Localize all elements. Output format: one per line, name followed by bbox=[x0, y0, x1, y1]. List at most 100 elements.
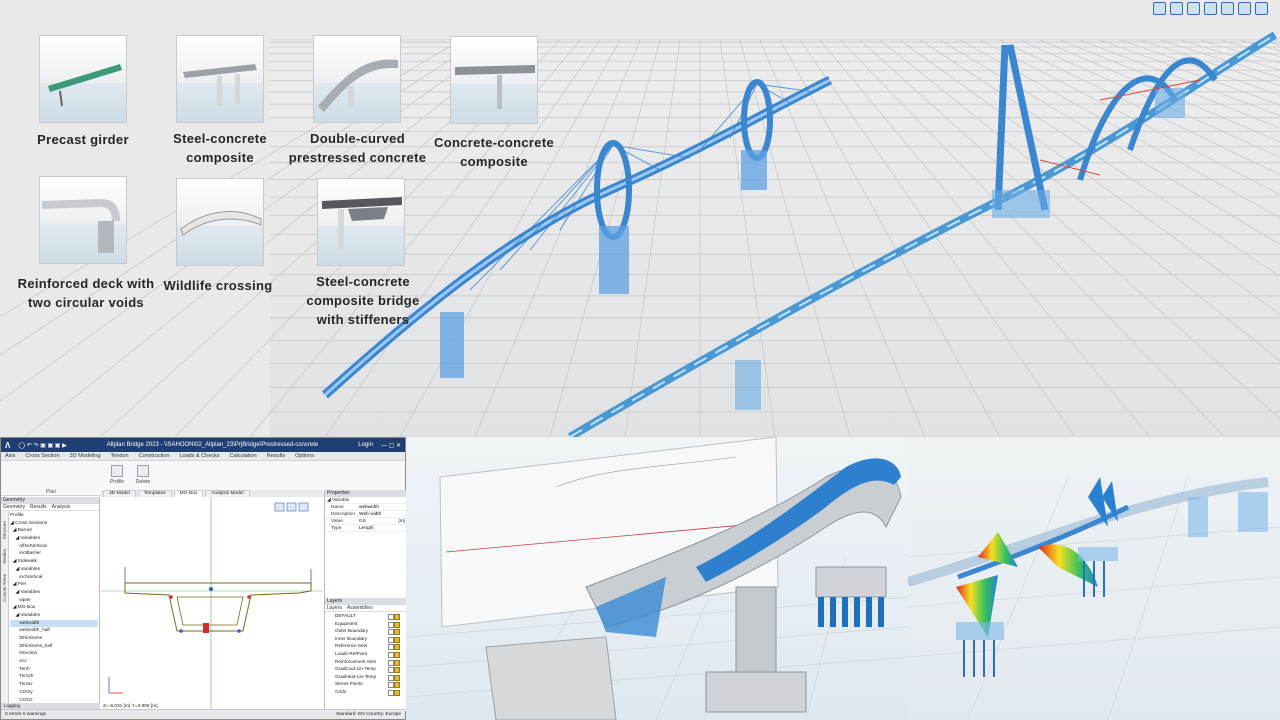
layer-row[interactable]: Reinforcement Sets bbox=[325, 658, 408, 666]
menu-tendon[interactable]: Tendon bbox=[110, 453, 129, 459]
thumb-precast-girder[interactable] bbox=[39, 35, 127, 123]
tab-templates[interactable]: Templates bbox=[137, 490, 172, 497]
menu-loads-checks[interactable]: Loads & Checks bbox=[179, 453, 220, 459]
tree-item[interactable]: COGy bbox=[10, 689, 33, 695]
profile-button[interactable]: Profile bbox=[109, 465, 125, 485]
tab-3d-model[interactable]: 3D-Model bbox=[103, 490, 136, 497]
tree-item[interactable]: Profile bbox=[10, 513, 24, 518]
tree-item[interactable]: TenSv bbox=[10, 682, 33, 688]
tree-item[interactable]: TenOh bbox=[10, 674, 34, 680]
layer-row[interactable]: DEFAULT bbox=[325, 612, 408, 620]
tree-item[interactable]: ◢ Variables bbox=[10, 589, 40, 595]
view-cube-solid-icon[interactable] bbox=[1204, 2, 1217, 15]
vtab-tendon[interactable]: Tendon bbox=[2, 549, 7, 565]
geometry-subtabs: Geometry Results Analysis bbox=[1, 504, 99, 511]
menu-axis[interactable]: Axis bbox=[5, 453, 16, 459]
view-screen-icon[interactable] bbox=[1170, 2, 1183, 15]
tree-item[interactable]: Tenh bbox=[10, 666, 30, 672]
menu-options[interactable]: Options bbox=[295, 453, 315, 459]
vtab-structure[interactable]: Structure bbox=[2, 521, 7, 540]
tab-mg-box[interactable]: MG-Box bbox=[173, 490, 204, 497]
thumb-steel-concrete[interactable] bbox=[176, 35, 264, 123]
tree-item[interactable]: ◢ MG-Box bbox=[10, 605, 36, 611]
subtab-results[interactable]: Results bbox=[29, 504, 47, 510]
ribbon-group-plan: Plan bbox=[46, 489, 57, 495]
menu-calculation[interactable]: Calculation bbox=[229, 453, 257, 459]
subtab-layers[interactable]: Layers bbox=[327, 605, 343, 611]
delete-button[interactable]: Delete bbox=[135, 465, 151, 485]
structure-tree[interactable]: Profile ◢ Cross Sections ◢ Barrier ◢ Vari… bbox=[10, 512, 98, 712]
tree-item[interactable]: ◢ Variables bbox=[10, 536, 40, 542]
view-button-1[interactable] bbox=[274, 502, 285, 512]
view-fit-icon[interactable] bbox=[1255, 2, 1268, 15]
subtab-assemblies[interactable]: Assemblies bbox=[347, 605, 373, 611]
tree-item[interactable]: inclVertical bbox=[10, 574, 43, 580]
tree-item[interactable]: webwidth bbox=[10, 619, 98, 628]
cross-section-view[interactable]: 3D-Model Templates MG-Box Analysis Model bbox=[101, 490, 323, 711]
window-controls[interactable]: — ▢ ✕ bbox=[380, 442, 401, 449]
view-refresh-icon[interactable] bbox=[1238, 2, 1251, 15]
vtab-custom-trees[interactable]: Custom Trees bbox=[2, 574, 7, 603]
view-image-icon[interactable] bbox=[1153, 2, 1166, 15]
results-render[interactable] bbox=[908, 437, 1280, 720]
menu-construction[interactable]: Construction bbox=[138, 453, 170, 459]
tree-item[interactable]: bthickness_half bbox=[10, 643, 53, 649]
tree-item[interactable]: ◢ Sidewalk bbox=[10, 559, 37, 565]
menu-cross-section[interactable]: Cross Section bbox=[25, 453, 60, 459]
properties-section: ◢ Variable bbox=[325, 497, 407, 504]
layer-row[interactable]: Outer Boundary bbox=[325, 627, 408, 635]
layer-row[interactable]: Stress Points bbox=[325, 680, 408, 688]
thumb-reinforced-deck[interactable] bbox=[39, 176, 127, 264]
tree-item[interactable]: wpier bbox=[10, 597, 31, 603]
layer-row[interactable]: Equipment bbox=[325, 620, 408, 628]
vertical-tabs: Structure Tendon Custom Trees bbox=[1, 511, 9, 711]
status-messages: 0 errors 0 warnings bbox=[5, 712, 47, 717]
view-button-3[interactable] bbox=[298, 502, 309, 512]
logging-panel-tab[interactable]: Logging bbox=[1, 703, 100, 709]
menu-results[interactable]: Results bbox=[266, 453, 286, 459]
layer-row[interactable]: GradHeat-Lin-Temp bbox=[325, 673, 408, 681]
bridge-render-view[interactable] bbox=[0, 0, 1280, 437]
layer-row[interactable]: Loads-RefPoint bbox=[325, 650, 408, 658]
curved-bridge-render[interactable] bbox=[406, 437, 908, 720]
view-rotate-icon[interactable] bbox=[1221, 2, 1234, 15]
tree-item[interactable]: ◢ Barrier bbox=[10, 528, 33, 534]
tree-item[interactable]: hsection bbox=[10, 651, 38, 657]
tree-item[interactable]: webwidth_half bbox=[10, 628, 50, 634]
layer-row[interactable]: Grids bbox=[325, 688, 408, 696]
tree-item[interactable]: ◢ Pier bbox=[10, 582, 27, 588]
tree-item[interactable]: ◢ Variables bbox=[10, 612, 40, 618]
layer-row[interactable]: Inner Boundary bbox=[325, 635, 408, 643]
quick-access-toolbar[interactable]: ◯ ↶ ↷ ▣ ▣ ▣ ▶ bbox=[18, 442, 67, 449]
view-button-2[interactable] bbox=[286, 502, 297, 512]
thumb-wildlife-crossing[interactable] bbox=[176, 178, 264, 266]
tree-item[interactable]: ◢ Cross Sections bbox=[10, 520, 48, 526]
tree-item[interactable]: bthickness bbox=[10, 636, 42, 641]
tree-item[interactable]: ecc bbox=[10, 659, 27, 665]
subtab-geometry[interactable]: Geometry bbox=[3, 504, 25, 510]
properties-header: Properties bbox=[325, 490, 407, 497]
geometry-panel: Geometry Geometry Results Analysis Struc… bbox=[1, 497, 100, 711]
tree-item[interactable]: ◢ Variables bbox=[10, 566, 40, 572]
thumb-concrete-concrete[interactable] bbox=[450, 36, 538, 124]
tree-item[interactable]: offsetVertical bbox=[10, 543, 47, 549]
layer-row[interactable]: Reference Sets bbox=[325, 642, 408, 650]
title-bar: Λ ◯ ↶ ↷ ▣ ▣ ▣ ▶ Allplan Bridge 2023 - \\… bbox=[1, 438, 405, 452]
subtab-analysis[interactable]: Analysis bbox=[51, 504, 71, 510]
view-cube-icon[interactable] bbox=[1187, 2, 1200, 15]
tree-item[interactable]: COGz bbox=[10, 697, 33, 703]
login-button[interactable]: Login bbox=[358, 442, 373, 448]
thumb-stiffeners[interactable] bbox=[317, 178, 405, 266]
view-buttons bbox=[274, 502, 309, 512]
tab-analysis-model[interactable]: Analysis Model bbox=[205, 490, 250, 497]
layer-row[interactable]: GradCool-Lin-Temp bbox=[325, 665, 408, 673]
tree-item[interactable]: inclBarrier bbox=[10, 551, 41, 557]
menu-3d-modeling[interactable]: 3D Modeling bbox=[69, 453, 101, 459]
thumb-double-curved[interactable] bbox=[313, 35, 401, 123]
